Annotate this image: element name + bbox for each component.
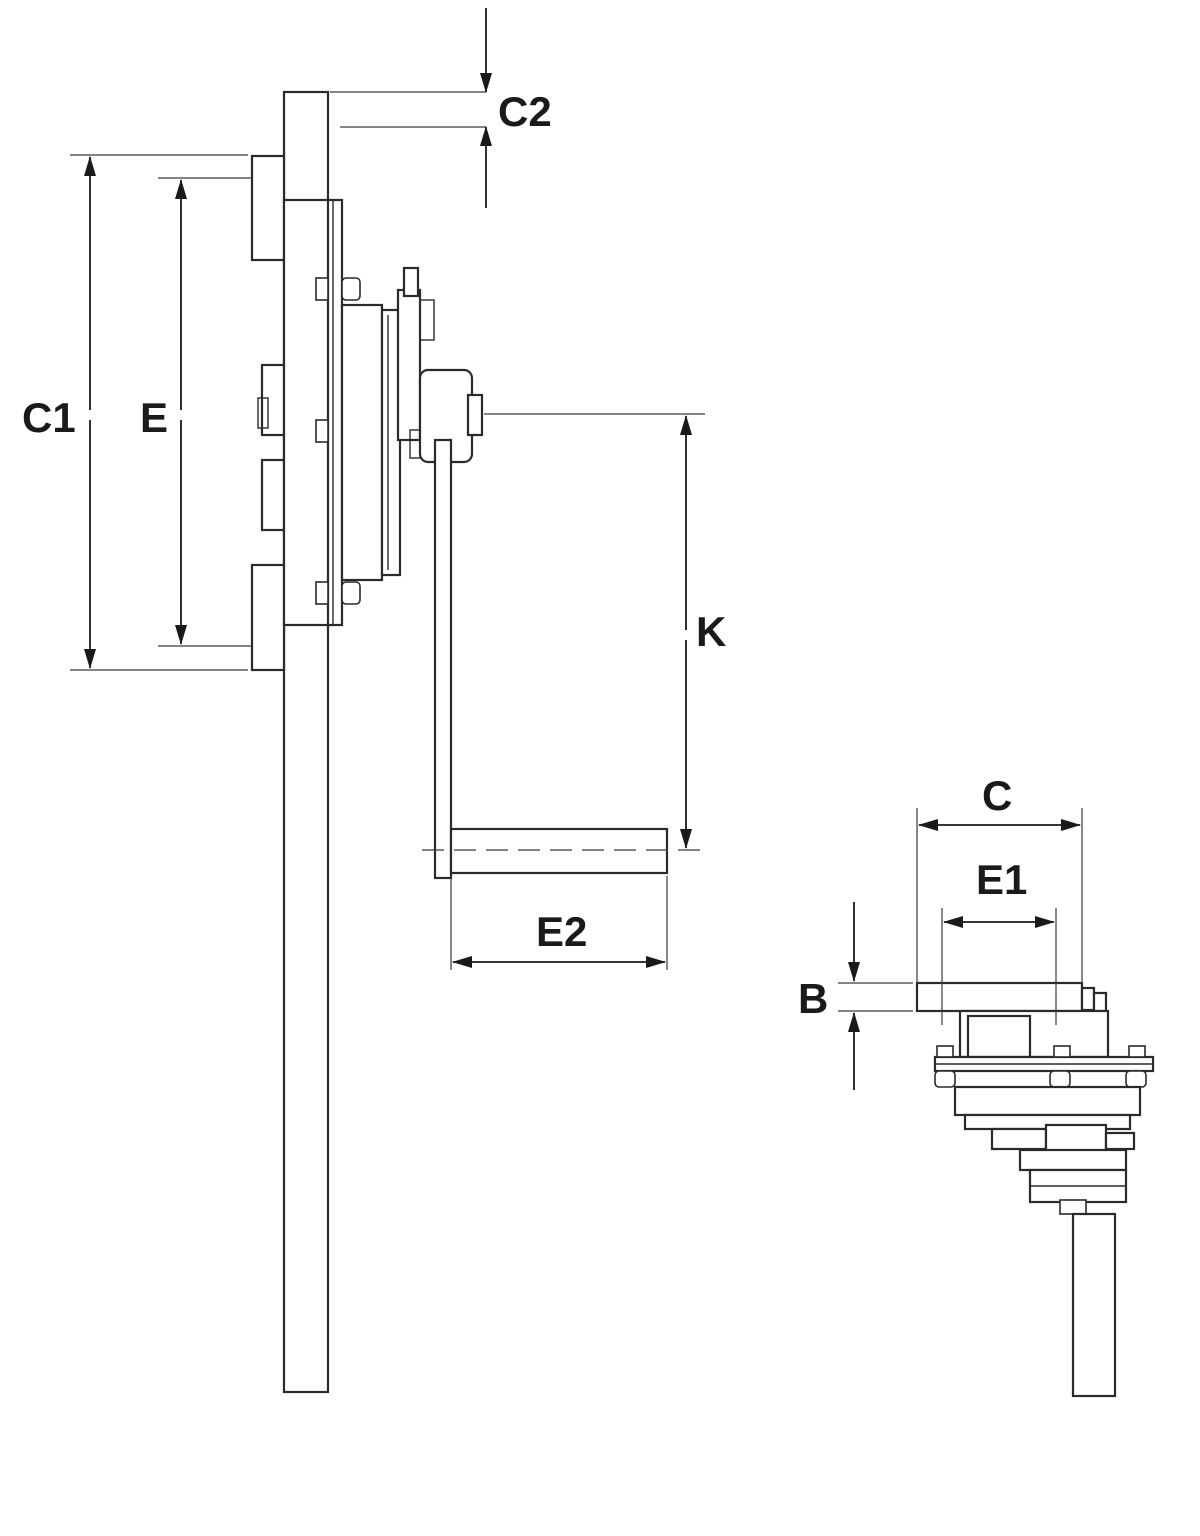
mount-pad-bottom (250, 563, 286, 672)
label-e1: E1 (976, 856, 1027, 903)
gear-top (402, 266, 420, 298)
clamp-left-lower (260, 458, 286, 532)
label-e2: E2 (536, 908, 587, 955)
top-plate-step (1080, 986, 1096, 1012)
label-k: K (696, 608, 726, 655)
label-c1: C1 (22, 394, 76, 441)
crank-arm (433, 438, 453, 880)
dim-c2: C2 (330, 8, 552, 208)
dim-e1: E1 (941, 856, 1057, 1025)
dim-c: C (916, 772, 1083, 983)
front-hub-nut (1059, 1199, 1087, 1215)
front-shaft (1071, 1212, 1117, 1398)
dim-k: K (484, 413, 726, 849)
flange-plate-outer (326, 198, 344, 627)
linkage-lower (1018, 1148, 1128, 1172)
front-view: C E1 B (798, 772, 1155, 1398)
dim-e: E (140, 177, 252, 647)
mount-pad-top (250, 154, 286, 262)
flange-plate (282, 198, 332, 627)
label-e: E (140, 394, 168, 441)
clamp-left-bolt (257, 397, 269, 429)
label-b: B (798, 975, 828, 1022)
front-gearbox (953, 1085, 1142, 1117)
dim-e2: E2 (450, 876, 668, 970)
clamp-left-upper (260, 363, 286, 437)
dim-b: B (798, 902, 913, 1090)
gearbox-body (340, 303, 384, 582)
hub-nut (466, 393, 484, 437)
dim-c1: C1 (22, 154, 248, 671)
bracket-window (966, 1014, 1032, 1059)
label-c: C (982, 772, 1012, 819)
front-flange-bolts (934, 1045, 1147, 1088)
label-c2: C2 (498, 88, 552, 135)
side-view: C2 C1 E K (22, 8, 726, 1394)
crank-handle (449, 827, 669, 875)
gear-housing (396, 288, 422, 442)
gearbox-cover (380, 308, 402, 577)
linkage-left (990, 1127, 1048, 1151)
